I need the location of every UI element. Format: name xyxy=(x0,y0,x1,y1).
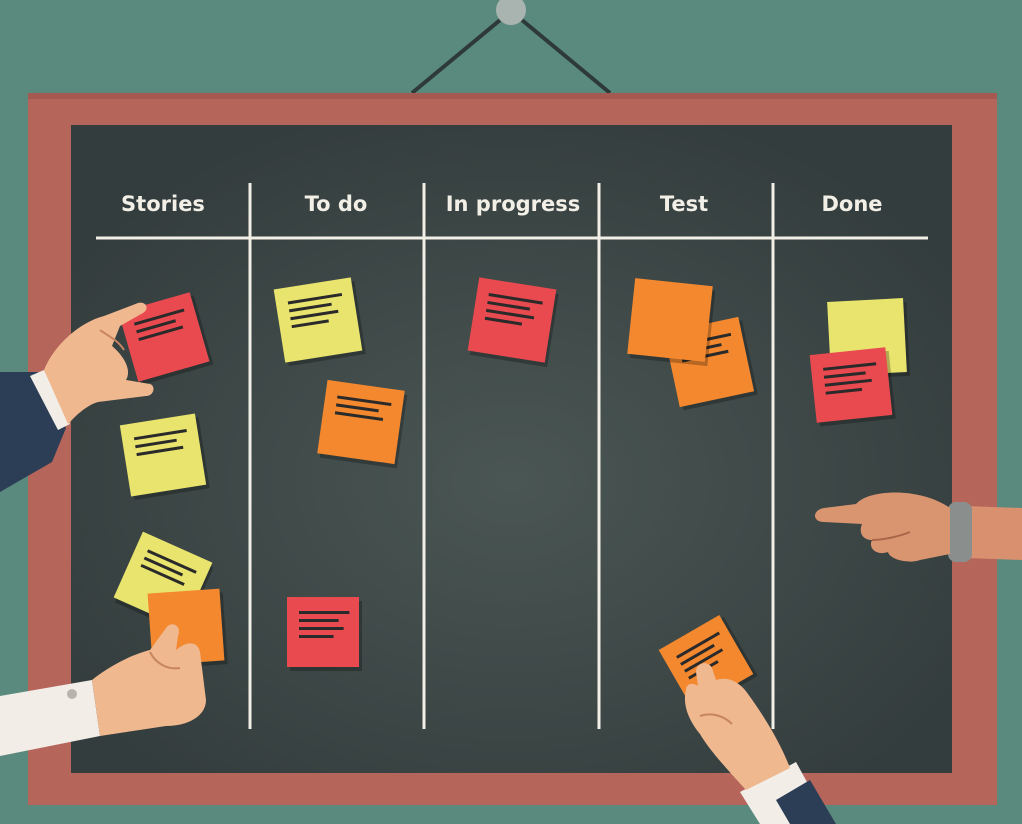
nail-head xyxy=(496,0,526,25)
sticky-note-text-line xyxy=(133,308,185,326)
hand-icon xyxy=(0,302,154,492)
sticky-note[interactable] xyxy=(809,347,896,427)
column-header-test: Test xyxy=(660,192,708,216)
sticky-note-text-line xyxy=(290,309,339,321)
sticky-note-text-line xyxy=(136,445,184,457)
sticky-note-paper xyxy=(119,413,207,497)
wristwatch-icon xyxy=(948,502,972,562)
chalkboard xyxy=(71,125,952,773)
sticky-note-paper xyxy=(627,278,713,362)
shirt-cuff xyxy=(30,370,70,430)
sticky-note-paper xyxy=(809,347,893,423)
hand-holding-note xyxy=(684,663,790,790)
sticky-note-text-line xyxy=(676,631,721,659)
sticky-note-text-line xyxy=(335,403,379,413)
sticky-note-text-line xyxy=(488,293,543,305)
sticky-note[interactable] xyxy=(273,277,366,367)
column-header-done: Done xyxy=(821,192,882,216)
finger-crease xyxy=(99,329,125,351)
sticky-note-text-line xyxy=(485,308,535,320)
sticky-note-text-line xyxy=(299,611,350,614)
cuff-button xyxy=(67,689,77,699)
sticky-note-paper xyxy=(287,597,359,667)
sticky-note-text-line xyxy=(140,563,185,586)
sticky-note-paper xyxy=(317,379,405,465)
sticky-note-text-line xyxy=(291,319,329,329)
sticky-note-text-line xyxy=(287,292,343,305)
board-frame-top-edge xyxy=(28,93,997,99)
sticky-note-text-line xyxy=(823,362,877,371)
sticky-note-text-line xyxy=(299,635,334,638)
finger-crease xyxy=(149,651,181,670)
sticky-note-text-line xyxy=(487,300,531,311)
sticky-note-text-line xyxy=(143,556,184,577)
sticky-note-text-line xyxy=(288,302,332,313)
hanger-nail-icon xyxy=(410,0,612,95)
sleeve-white xyxy=(0,680,100,756)
sticky-note-text-line xyxy=(825,387,863,395)
sticky-note-text-line xyxy=(337,395,392,407)
hand-holding-note xyxy=(92,624,206,736)
sticky-note-text-line xyxy=(138,325,184,342)
finger-crease xyxy=(871,531,911,541)
sticky-note[interactable] xyxy=(118,291,214,385)
sticky-note-paper xyxy=(273,277,363,363)
sleeve-navy xyxy=(776,780,836,824)
hand-icon xyxy=(684,663,836,824)
sticky-note-text-line xyxy=(824,378,872,387)
hand-icon xyxy=(0,624,206,756)
sticky-note-text-line xyxy=(133,429,187,441)
forearm xyxy=(966,506,1022,560)
sticky-notes xyxy=(113,277,911,711)
sticky-note[interactable] xyxy=(119,413,210,500)
hand-icon xyxy=(815,492,1022,562)
sticky-note-text-line xyxy=(684,648,724,673)
sticky-note-text-line xyxy=(823,371,866,379)
pointing-hand xyxy=(815,492,950,562)
sticky-note-text-line xyxy=(146,549,197,574)
sticky-note-text-line xyxy=(136,319,177,334)
sticky-note-paper xyxy=(118,292,210,382)
sticky-note[interactable] xyxy=(627,278,716,367)
sticky-note-text-line xyxy=(135,438,177,449)
sticky-note-text-line xyxy=(484,316,523,326)
column-header-todo: To do xyxy=(305,192,368,216)
sticky-note-text-line xyxy=(299,627,344,630)
sticky-note-paper xyxy=(467,277,557,363)
sticky-note-text-line xyxy=(680,643,715,666)
column-header-in-progress: In progress xyxy=(446,192,581,216)
column-grid xyxy=(96,183,928,729)
sticky-note[interactable] xyxy=(467,277,559,368)
sticky-note[interactable] xyxy=(287,597,362,671)
sticky-note-text-line xyxy=(299,619,339,622)
column-header-stories: Stories xyxy=(121,192,205,216)
hand-holding-note xyxy=(44,302,154,424)
sticky-note[interactable] xyxy=(317,379,408,469)
sticky-note-text-line xyxy=(334,411,384,422)
finger-crease xyxy=(699,713,733,725)
column-headers: Stories To do In progress Test Done xyxy=(121,192,882,216)
